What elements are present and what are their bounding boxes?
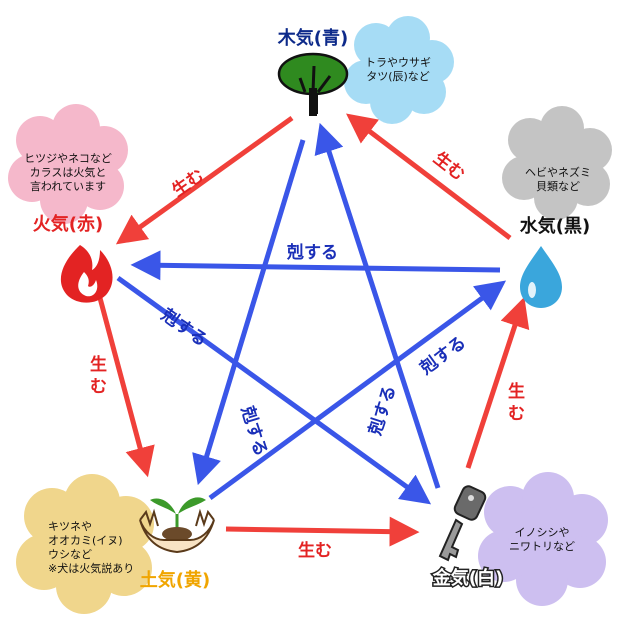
generate-label-metal-water-1: 生 [508, 381, 525, 402]
metal-note-bubble: イノシシや ニワトリなど [478, 472, 608, 606]
fire-note-line-3: 言われています [30, 180, 106, 193]
earth-label: 土気(黄) [140, 569, 210, 591]
tree-icon [277, 52, 349, 116]
wood-note-line-1: トラやウサギ [365, 56, 431, 69]
water-note-line-1: ヘビやネズミ [525, 165, 591, 179]
generate-label-metal-water-2: む [508, 404, 525, 424]
fire-label: 火気(赤) [33, 213, 103, 235]
fire-note-line-2: カラスは火気と [30, 165, 107, 179]
overcome-arrows [116, 122, 507, 505]
arrow-water-to-wood [346, 113, 512, 240]
arrow-earth-to-water [208, 280, 507, 501]
key-icon [438, 485, 487, 562]
water-label: 水気(黒) [520, 215, 590, 237]
generate-label-fire-earth-1: 生 [90, 354, 107, 375]
generate-label-earth-metal: 生む [298, 540, 332, 561]
earth-note-bubble: キツネや オオカミ(イヌ) ウシなど ※犬は火気説あり [16, 474, 154, 614]
arrow-fire-to-metal [116, 275, 432, 505]
water-note-line-2: 貝類など [536, 180, 580, 193]
arrow-earth-to-metal [225, 516, 420, 547]
generate-arrows [97, 113, 530, 547]
water-note-bubble: ヘビやネズミ 貝類など [502, 106, 612, 220]
earth-note-line-2: オオカミ(イヌ) [48, 534, 123, 547]
earth-note-line-1: キツネや [48, 520, 92, 533]
earth-note-line-4: ※犬は火気説あり [48, 561, 134, 575]
arrow-metal-to-wood [314, 122, 441, 489]
flame-icon [60, 245, 113, 303]
metal-label: 金気(白) [432, 567, 503, 589]
earth-note-line-3: ウシなど [48, 548, 92, 561]
wood-note-line-2: タツ(辰)など [366, 70, 430, 83]
overcome-label-water-fire: 剋する [286, 242, 338, 263]
wood-label: 木気(青) [277, 27, 348, 49]
arrow-fire-to-earth [97, 297, 155, 478]
sprout-in-hands-icon [139, 497, 215, 554]
metal-note-line-1: イノシシや [515, 526, 570, 539]
overcome-label-metal-wood: 剋する [364, 383, 400, 439]
metal-note-line-2: ニワトリなど [509, 540, 575, 553]
fire-note-line-1: ヒツジやネコなど [24, 152, 112, 165]
generate-label-fire-earth-2: む [90, 377, 107, 397]
overcome-label-wood-earth: 剋する [236, 403, 271, 459]
arrow-metal-to-water [465, 296, 530, 469]
arrow-wood-to-fire [115, 115, 294, 245]
overcome-label-fire-metal: 剋する [157, 304, 212, 351]
generate-label-wood-fire: 生む [168, 165, 208, 202]
arrow-wood-to-earth [192, 139, 306, 486]
arrow-water-to-fire [130, 250, 501, 281]
wood-note-bubble: トラやウサギ タツ(辰)など [344, 16, 454, 124]
water-drop-icon [520, 246, 562, 308]
fire-note-bubble: ヒツジやネコなど カラスは火気と 言われています [8, 104, 128, 224]
